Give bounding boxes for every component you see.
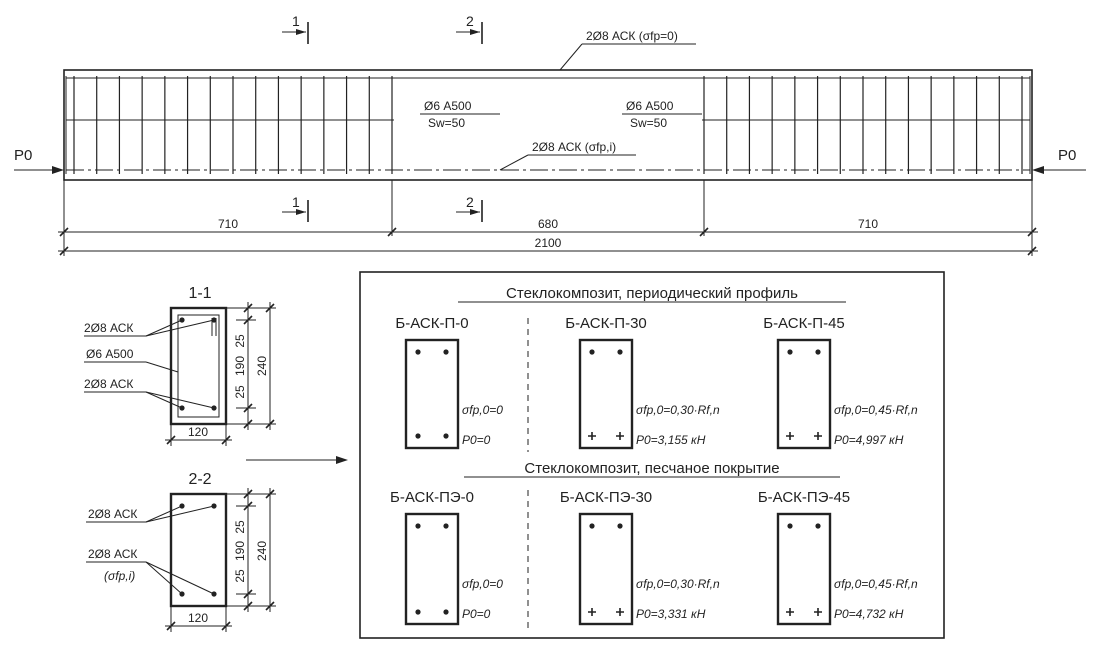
specimen-name: Б-АСК-ПЭ-45: [758, 489, 850, 506]
section-1-bottom-bars: 2Ø8 АСК: [84, 377, 133, 391]
section-2-dim-width: 120: [188, 611, 208, 625]
section-2-top-bars: 2Ø8 АСК: [88, 507, 137, 521]
dim-mid: 680: [538, 217, 558, 231]
specimen-card: Б-АСК-ПЭ-45 σfp,0=0,45·Rf,n P0=4,732 кН: [758, 489, 918, 626]
section-1-outline: [169, 306, 228, 426]
specimen-card: Б-АСК-П-30 σfp,0=0,30·Rf,n P0=3,155 кН: [565, 315, 720, 450]
dim-left: 710: [218, 217, 238, 231]
specimen-force: P0=0: [462, 433, 491, 447]
section-1-dim-v: 25: [233, 385, 247, 399]
specimen-stress: σfp,0=0,30·Rf,n: [636, 403, 720, 417]
spacing-label-left: Sw=50: [428, 116, 465, 130]
beam-elevation: 2Ø8 АСК (σfp=0) Ø6 А500 Sw=50 Ø6 А500 Sw…: [14, 13, 1086, 256]
specimen-force: P0=3,331 кН: [636, 607, 706, 621]
specimen-card: Б-АСК-ПЭ-0 σfp,0=0 P0=0: [390, 489, 503, 626]
section-1-stirrup: [177, 314, 220, 418]
specimen-section: [404, 512, 460, 626]
specimen-name: Б-АСК-П-0: [395, 315, 468, 332]
specimen-stress: σfp,0=0: [462, 403, 503, 417]
force-right-arrow: [1032, 166, 1044, 174]
section-1-title: 1-1: [188, 285, 211, 302]
dim-total: 2100: [535, 236, 562, 250]
section-2-bottom-bars: 2Ø8 АСК: [88, 547, 137, 561]
top-bar-leader: [559, 43, 583, 71]
specimen-force: P0=4,732 кН: [834, 607, 904, 621]
section-2-bottom-note: (σfp,i): [104, 569, 135, 583]
beam-outline: [63, 69, 1033, 181]
prestressed-bar-marks: [588, 432, 624, 440]
pointer-arrow-head: [336, 456, 348, 464]
force-right-label: P0: [1058, 147, 1076, 164]
prestressed-bar-marks: [588, 608, 624, 616]
section-1-1: 1-1 2Ø8 АСК Ø6 А500 2Ø8 АСК 25: [84, 285, 276, 446]
section-1-dim-v: 190: [233, 356, 247, 376]
section-2-dim-height: 240: [255, 541, 269, 561]
section-1-top-bars: 2Ø8 АСК: [84, 321, 133, 335]
bottom-bar-leader: [499, 154, 529, 171]
stirrup-group: [73, 76, 1023, 174]
dim-right: 710: [858, 217, 878, 231]
stirrup-label-right: Ø6 А500: [626, 99, 674, 113]
prestressed-bar-marks: [786, 432, 822, 440]
stirrup-label-left: Ø6 А500: [424, 99, 472, 113]
specimen-force: P0=0: [462, 607, 491, 621]
section-1-dim-width: 120: [188, 425, 208, 439]
section-2-2: 2-2 2Ø8 АСК 2Ø8 АСК (σfp,i) 25 190 25 24…: [86, 471, 276, 632]
dimension-lines: [58, 180, 1038, 256]
specimen-stress: σfp,0=0,45·Rf,n: [834, 403, 918, 417]
specimen-section: [578, 338, 634, 450]
section-2-top-num: 2: [466, 13, 474, 29]
section-2-dim-v: 25: [233, 569, 247, 583]
specimen-section: [404, 338, 460, 450]
specimen-name: Б-АСК-П-30: [565, 315, 647, 332]
specimen-name: Б-АСК-ПЭ-0: [390, 489, 474, 506]
specimen-card: Б-АСК-П-0 σfp,0=0 P0=0: [395, 315, 503, 450]
specimen-stress: σfp,0=0,45·Rf,n: [834, 577, 918, 591]
section-2-title: 2-2: [188, 471, 211, 488]
section-1-bottom-num: 1: [292, 194, 300, 210]
section-mark-1-top: 1: [282, 13, 309, 44]
section-2-outline: [169, 492, 228, 608]
series-heading: Стеклокомпозит, песчаное покрытие: [524, 460, 779, 477]
specimen-section: [578, 512, 634, 626]
specimen-section: [776, 512, 832, 626]
top-bar-label: 2Ø8 АСК (σfp=0): [586, 29, 678, 43]
section-mark-1-bottom: 1: [282, 194, 309, 222]
force-left-arrow: [52, 166, 64, 174]
specimen-section: [776, 338, 832, 450]
series-heading: Стеклокомпозит, периодический профиль: [506, 285, 798, 302]
specimen-force: P0=3,155 кН: [636, 433, 706, 447]
specimen-panel-frame: [359, 271, 945, 639]
bottom-bar-label: 2Ø8 АСК (σfp,i): [532, 140, 616, 154]
specimen-name: Б-АСК-ПЭ-30: [560, 489, 652, 506]
force-left-label: P0: [14, 147, 32, 164]
specimen-panel: Стеклокомпозит, периодический профиль Ст…: [359, 271, 945, 639]
specimen-card: Б-АСК-ПЭ-30 σfp,0=0,30·Rf,n P0=3,331 кН: [560, 489, 720, 626]
prestressed-bar-marks: [786, 608, 822, 616]
section-mark-2-bottom: 2: [456, 194, 483, 222]
section-mark-2-top: 2: [456, 13, 483, 44]
section-2-bottom-num: 2: [466, 194, 474, 210]
specimen-card: Б-АСК-П-45 σfp,0=0,45·Rf,n P0=4,997 кН: [763, 315, 918, 450]
section-2-dim-v: 25: [233, 520, 247, 534]
spacing-label-right: Sw=50: [630, 116, 667, 130]
section-1-stirrup-label: Ø6 А500: [86, 347, 134, 361]
section-1-top-num: 1: [292, 13, 300, 29]
specimen-name: Б-АСК-П-45: [763, 315, 845, 332]
section-1-dim-height: 240: [255, 356, 269, 376]
specimen-stress: σfp,0=0: [462, 577, 503, 591]
specimen-force: P0=4,997 кН: [834, 433, 904, 447]
section-2-dim-v: 190: [233, 541, 247, 561]
specimen-stress: σfp,0=0,30·Rf,n: [636, 577, 720, 591]
section-1-dim-v: 25: [233, 334, 247, 348]
